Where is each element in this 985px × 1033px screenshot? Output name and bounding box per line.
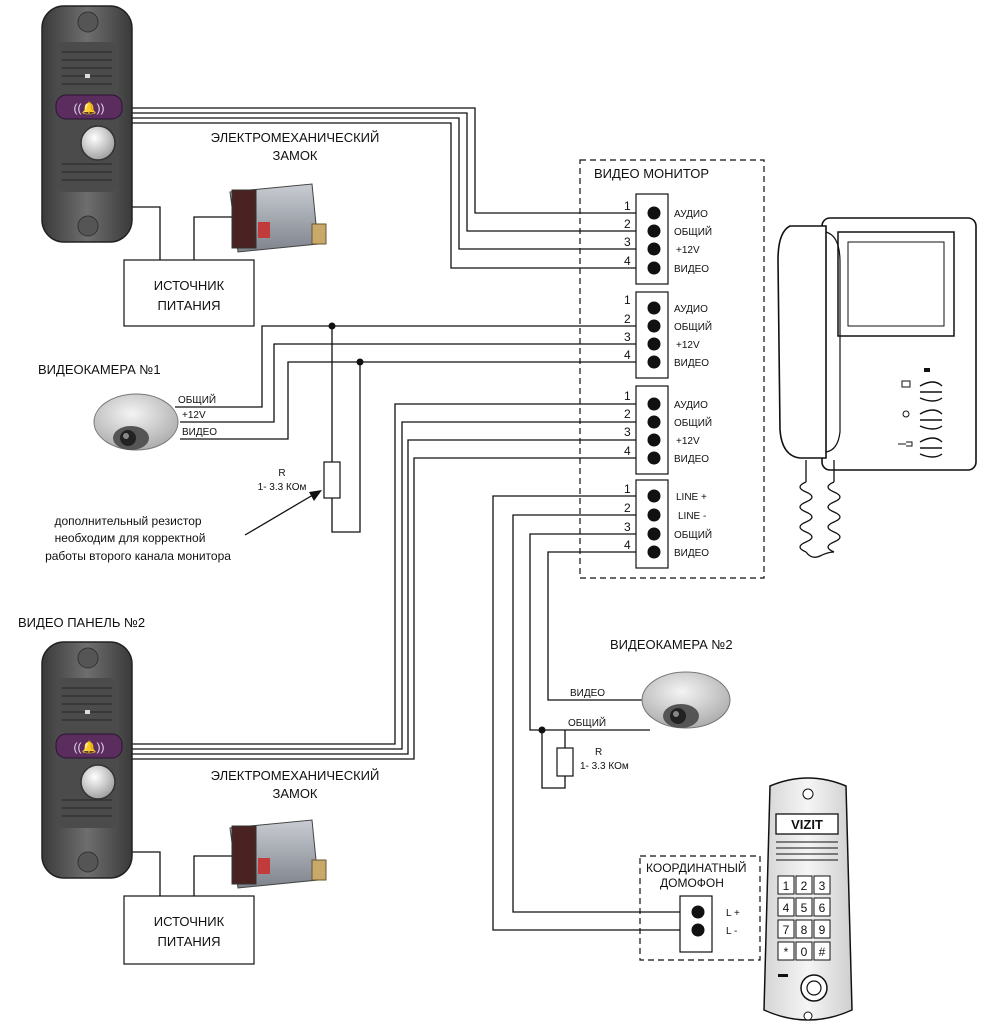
panel-2-title: ВИДЕО ПАНЕЛЬ №2 (18, 615, 145, 630)
terminal-block-4: 1 2 3 4 LINE + LINE - ОБЩИЙ ВИДЕО (624, 479, 712, 569)
svg-text:+12V: +12V (676, 245, 700, 256)
lock-1-label: ЭЛЕКТРОМЕХАНИЧЕСКИЙ (211, 130, 380, 145)
svg-text:ВИДЕО: ВИДЕО (674, 548, 709, 559)
resistor-1-label: R (278, 468, 285, 479)
intercom-title-2: ДОМОФОН (660, 876, 724, 890)
svg-text:4: 4 (624, 348, 631, 362)
svg-text:7: 7 (783, 923, 790, 937)
svg-text:ОБЩИЙ: ОБЩИЙ (674, 225, 712, 238)
svg-text:((🔔)): ((🔔)) (74, 740, 105, 754)
terminal-block-2: 1 2 3 4 АУДИО ОБЩИЙ +12V ВИДЕО (624, 291, 712, 379)
svg-text:LINE +: LINE + (676, 492, 707, 503)
note-line-2: необходим для корректной (55, 531, 206, 545)
electromechanical-lock-1 (229, 183, 327, 253)
svg-text:ВИДЕО: ВИДЕО (674, 264, 709, 275)
keypad-intercom-panel: VIZIT 1 2 3 4 5 6 7 8 9 * (763, 777, 853, 1021)
cam2-wire-common: ОБЩИЙ (568, 716, 606, 729)
camera-1-title: ВИДЕОКАМЕРА №1 (38, 362, 161, 377)
svg-text:L -: L - (726, 926, 737, 937)
intercom-terminal-block: L + L - (679, 895, 740, 953)
brand-logo: VIZIT (791, 817, 823, 832)
lock-2-label-2: ЗАМОК (272, 786, 317, 801)
svg-text:ПИТАНИЯ: ПИТАНИЯ (158, 934, 221, 949)
svg-text:1: 1 (624, 199, 631, 213)
svg-text:0: 0 (801, 945, 808, 959)
svg-text:2: 2 (624, 312, 631, 326)
wires (130, 107, 690, 931)
electromechanical-lock-2 (229, 819, 327, 889)
svg-text:4: 4 (624, 444, 631, 458)
svg-text:1: 1 (783, 879, 790, 893)
svg-text:ИСТОЧНИК: ИСТОЧНИК (154, 278, 225, 293)
svg-text:4: 4 (624, 538, 631, 552)
svg-text:ОБЩИЙ: ОБЩИЙ (674, 528, 712, 541)
terminal-block-1: 1 2 3 4 АУДИО ОБЩИЙ +12V ВИДЕО (624, 193, 712, 285)
lock-1-label-2: ЗАМОК (272, 148, 317, 163)
camera-1 (93, 393, 179, 451)
svg-text:ОБЩИЙ: ОБЩИЙ (674, 320, 712, 333)
svg-text:2: 2 (624, 217, 631, 231)
resistor-2-value: 1- 3.3 КОм (580, 761, 629, 772)
svg-text:1: 1 (624, 293, 631, 307)
power-supply-2: ИСТОЧНИК ПИТАНИЯ (123, 895, 255, 965)
svg-text:АУДИО: АУДИО (674, 209, 708, 220)
svg-text:9: 9 (819, 923, 826, 937)
cam1-wire-common: ОБЩИЙ (178, 393, 216, 406)
svg-text:1: 1 (624, 482, 631, 496)
svg-text:3: 3 (624, 330, 631, 344)
svg-text:4: 4 (624, 254, 631, 268)
camera-2-title: ВИДЕОКАМЕРА №2 (610, 637, 733, 652)
camera-2 (641, 671, 731, 729)
terminal-block-3: 1 2 3 4 АУДИО ОБЩИЙ +12V ВИДЕО (624, 385, 712, 475)
svg-text:+12V: +12V (676, 436, 700, 447)
intercom-dashed-frame (639, 855, 761, 961)
note-line-3: работы второго канала монитора (45, 549, 231, 563)
svg-text:ВИДЕО: ВИДЕО (674, 358, 709, 369)
svg-text:3: 3 (624, 520, 631, 534)
svg-text:8: 8 (801, 923, 808, 937)
note-line-1: дополнительный резистор (54, 514, 201, 528)
svg-text:+12V: +12V (676, 340, 700, 351)
video-monitor (777, 217, 977, 558)
svg-text:((🔔)): ((🔔)) (74, 101, 105, 115)
svg-text:ПИТАНИЯ: ПИТАНИЯ (158, 298, 221, 313)
resistor-1-value: 1- 3.3 КОм (258, 482, 307, 493)
svg-text:1: 1 (624, 389, 631, 403)
svg-text:3: 3 (819, 879, 826, 893)
svg-text:LINE -: LINE - (678, 511, 706, 522)
resistor-1 (323, 461, 341, 499)
svg-text:2: 2 (624, 407, 631, 421)
svg-text:ОБЩИЙ: ОБЩИЙ (674, 416, 712, 429)
lock-2-label: ЭЛЕКТРОМЕХАНИЧЕСКИЙ (211, 768, 380, 783)
cam1-wire-video: ВИДЕО (182, 427, 217, 438)
cam2-wire-video: ВИДЕО (570, 688, 605, 699)
cam1-wire-12v: +12V (182, 410, 206, 421)
resistor-2-label: R (595, 747, 602, 758)
keypad-keys: 1 2 3 4 5 6 7 8 9 * 0 # (777, 875, 831, 961)
intercom-title-1: КООРДИНАТНЫЙ (646, 860, 746, 875)
video-panel-2: ((🔔)) (41, 641, 133, 879)
svg-text:2: 2 (801, 879, 808, 893)
svg-text:3: 3 (624, 425, 631, 439)
svg-text:*: * (784, 945, 789, 959)
resistor-2 (556, 747, 574, 777)
power-supply-1: ИСТОЧНИК ПИТАНИЯ (123, 259, 255, 327)
svg-text:ВИДЕО: ВИДЕО (674, 454, 709, 465)
svg-text:АУДИО: АУДИО (674, 304, 708, 315)
monitor-dashed-frame (579, 159, 765, 579)
svg-text:АУДИО: АУДИО (674, 400, 708, 411)
svg-text:5: 5 (801, 901, 808, 915)
svg-text:L +: L + (726, 908, 740, 919)
svg-text:3: 3 (624, 235, 631, 249)
svg-text:6: 6 (819, 901, 826, 915)
svg-text:#: # (819, 945, 826, 959)
svg-text:2: 2 (624, 501, 631, 515)
monitor-title: ВИДЕО МОНИТОР (594, 166, 709, 181)
video-panel-1: ((🔔)) (41, 5, 133, 243)
svg-text:ИСТОЧНИК: ИСТОЧНИК (154, 914, 225, 929)
svg-text:4: 4 (783, 901, 790, 915)
